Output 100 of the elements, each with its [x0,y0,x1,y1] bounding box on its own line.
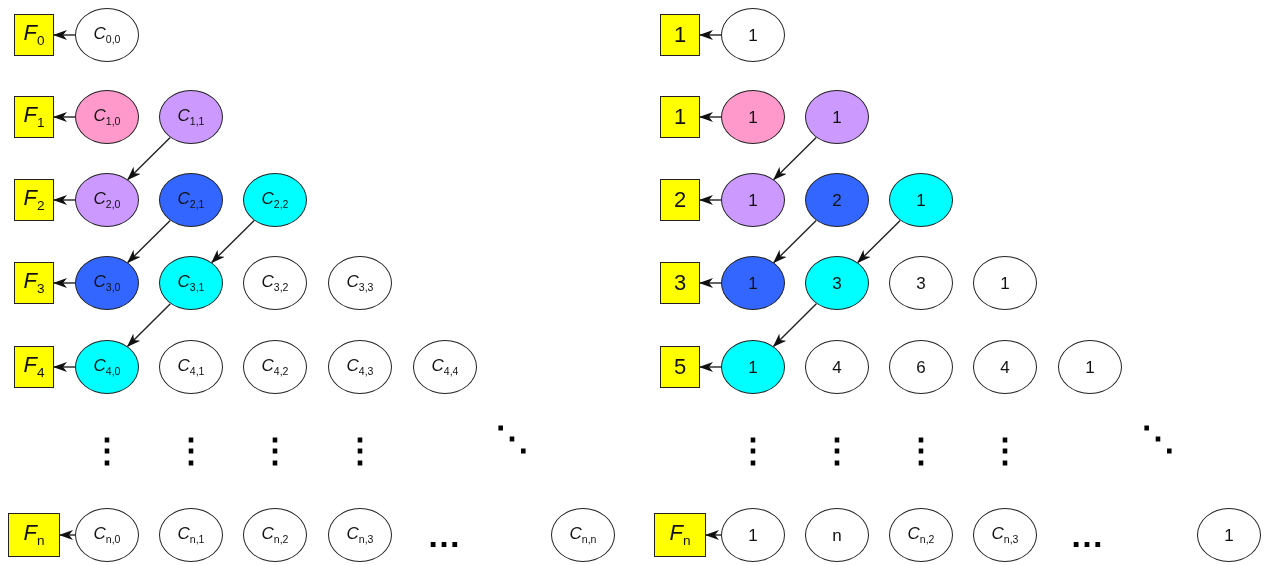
sum-box [14,262,54,304]
node-label: C$_{n,3}$ [346,525,374,545]
node-label: C$_{4,4}$ [431,357,459,377]
node-label: 1 [1224,526,1234,544]
sum-box [660,14,700,56]
node-label: C$_{1,1}$ [177,107,205,127]
vertical-ellipsis: ⋮ [343,433,377,467]
term-ellipse [75,256,139,310]
vertical-ellipsis: ⋮ [820,433,854,467]
node-label: C$_{n,0}$ [93,525,121,545]
term-ellipse [889,173,953,227]
node-label: F$_{n}$ [23,522,45,548]
diagonal-ellipsis: ⋱ [495,421,529,455]
arrow [699,112,722,122]
term-ellipse [159,173,223,227]
node-label: C$_{4,2}$ [261,357,289,377]
node-label: 1 [748,526,758,544]
node-label: C$_{4,3}$ [346,357,374,377]
arrow [53,112,76,122]
arrow [53,195,76,205]
node-label: C$_{n,n}$ [569,525,597,545]
arrow [53,30,76,40]
node-label: F$_{0}$ [23,22,45,48]
term-ellipse [805,90,869,144]
sum-box [660,346,700,388]
vertical-ellipsis: ⋮ [988,433,1022,467]
node-label: 5 [673,356,687,378]
arrow [705,530,722,540]
node-label: 1 [748,108,758,126]
arrow [699,362,722,372]
node-label: C$_{0,0}$ [93,25,121,45]
arrow [53,278,76,288]
node-label: F$_{1}$ [23,104,45,130]
node-label: 1 [916,191,926,209]
node-label: 1 [748,358,758,376]
node-label: C$_{2,2}$ [261,190,289,210]
arrow [127,136,171,181]
node-label: F$_{3}$ [23,270,45,296]
arrow [773,136,817,181]
vertical-ellipsis: ⋮ [736,433,770,467]
term-ellipse [159,90,223,144]
horizontal-ellipsis: … [427,518,461,552]
node-label: C$_{n,2}$ [907,525,935,545]
arrow [699,195,722,205]
vertical-ellipsis: ⋮ [258,433,292,467]
sum-box [14,346,54,388]
node-label: C$_{3,1}$ [177,273,205,293]
sum-box [14,179,54,221]
node-label: C$_{n,3}$ [991,525,1019,545]
term-ellipse [805,173,869,227]
node-label: 1 [673,24,687,46]
arrow [699,278,722,288]
diagonal-ellipsis: ⋱ [1141,421,1175,455]
sum-box [14,14,54,56]
arrow [699,30,722,40]
horizontal-ellipsis: … [1070,518,1104,552]
node-label: n [832,526,842,544]
arrow [773,219,817,264]
node-label: 1 [673,106,687,128]
sum-box [660,262,700,304]
node-label: C$_{3,0}$ [93,273,121,293]
arrow [127,219,171,264]
node-label: F$_{4}$ [23,354,45,380]
node-label: 1 [748,26,758,44]
arrow [126,302,172,348]
node-label: C$_{2,1}$ [177,190,205,210]
term-ellipse [721,256,785,310]
term-ellipse [805,256,869,310]
vertical-ellipsis: ⋮ [904,433,938,467]
node-label: F$_{n}$ [669,522,691,548]
sum-box [654,513,706,557]
arrow [59,530,76,540]
node-label: C$_{n,2}$ [261,525,289,545]
arrow [211,219,255,264]
node-label: C$_{n,1}$ [177,525,205,545]
node-label: 3 [832,274,842,292]
arrow [53,362,76,372]
term-ellipse [721,340,785,394]
node-label: 2 [673,189,687,211]
node-label: C$_{3,2}$ [261,273,289,293]
arrow [772,302,818,348]
node-label: 1 [832,108,842,126]
node-label: F$_{2}$ [23,187,45,213]
term-ellipse [721,173,785,227]
node-label: 1 [748,274,758,292]
arrow [857,219,901,264]
term-ellipse [159,256,223,310]
node-label: C$_{4,0}$ [93,357,121,377]
term-ellipse [243,173,307,227]
node-label: 1 [1085,358,1095,376]
sum-box [660,96,700,138]
sum-box [14,96,54,138]
node-label: 4 [1000,358,1010,376]
sum-box [660,179,700,221]
node-label: 1 [1000,274,1010,292]
node-label: 3 [673,272,687,294]
node-label: 4 [832,358,842,376]
node-label: C$_{3,3}$ [346,273,374,293]
node-label: 2 [832,191,842,209]
node-label: 6 [916,358,926,376]
